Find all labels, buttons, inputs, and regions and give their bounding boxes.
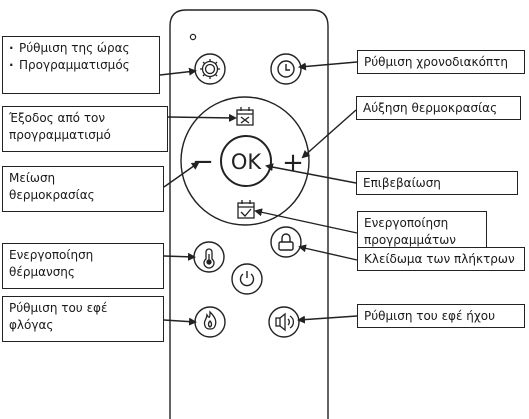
calendar-cross-icon: [236, 107, 254, 126]
label-confirm: Επιβεβαίωση: [356, 171, 518, 195]
label-flame-effect: Ρύθμιση του εφέ φλόγας: [2, 296, 164, 342]
speaker-button[interactable]: [268, 306, 300, 338]
ok-button[interactable]: OK: [220, 135, 272, 187]
thermometer-button[interactable]: [193, 241, 225, 273]
label-activate-heating: Ενεργοποίηση θέρμανσης: [2, 243, 164, 289]
power-icon: [239, 271, 255, 287]
plus-button[interactable]: +: [282, 148, 304, 178]
label-timer-setting: Ρύθμιση χρονοδιακόπτη: [357, 50, 525, 74]
flame-button[interactable]: [194, 306, 226, 338]
power-button[interactable]: [231, 263, 263, 295]
clock-button[interactable]: [270, 53, 302, 85]
gear-icon: [200, 59, 220, 79]
minus-button[interactable]: −: [192, 147, 214, 177]
label-decrease-temp: Μείωση θερμοκρασίας: [2, 166, 164, 212]
label-exit-programming: Έξοδος από τον προγραμματισμό: [2, 106, 168, 152]
speaker-icon: [275, 312, 294, 332]
label-clock-settings: Ρύθμιση της ώρας Προγραμματισμός: [2, 36, 160, 94]
leader-lines: [159, 61, 358, 326]
ir-sensor: [189, 33, 197, 41]
flame-icon: [203, 310, 217, 330]
calendar-cross-button[interactable]: [236, 107, 254, 126]
calendar-check-button[interactable]: [237, 200, 255, 219]
lock-icon: [278, 233, 294, 251]
thermometer-icon: [203, 248, 215, 269]
ok-label: OK: [231, 150, 263, 174]
calendar-check-icon: [237, 200, 255, 219]
label-sound-effect: Ρύθμιση του εφέ ήχου: [357, 304, 525, 328]
label-increase-temp: Αύξηση θερμοκρασίας: [356, 96, 521, 120]
label-key-lock: Κλείδωμα των πλήκτρων: [357, 247, 525, 271]
gear-button[interactable]: [194, 53, 226, 85]
clock-icon: [277, 60, 295, 78]
lock-button[interactable]: [270, 226, 302, 258]
